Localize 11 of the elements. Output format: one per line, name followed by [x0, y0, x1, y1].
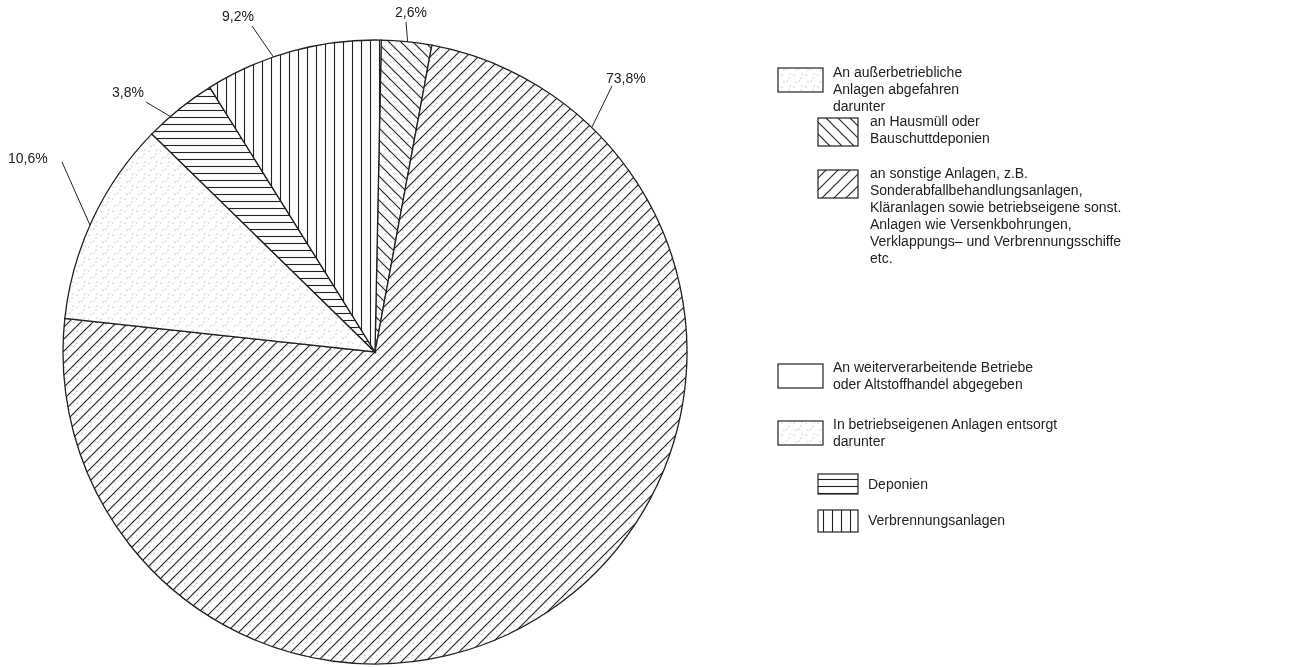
value-label: 9,2% — [222, 8, 254, 24]
value-label: 2,6% — [395, 4, 427, 20]
legend-label: Verbrennungsanlagen — [868, 512, 1006, 529]
legend-label: an Hausmüll oder Bauschuttdeponien — [870, 113, 991, 147]
value-label: 10,6% — [8, 150, 48, 166]
legend-label: An weiterverarbeitende Betriebe oder Altstoffhandel abgegeben — [833, 359, 1034, 393]
legend-label: Deponien — [868, 476, 929, 493]
legend-label: an sonstige Anlagen, z.B. Sonderabfallbehandlungsanlagen, Kläranlagen sowie betriebseigene sonst. Anlagen wie Versenkbohrungen, Verklappungs– und Verbrennungsschiffe etc. — [870, 165, 1123, 267]
legend-label: In betriebseigenen Anlagen entsorgt darunter — [833, 416, 1059, 450]
value-label: 3,8% — [112, 84, 144, 100]
value-label: 73,8% — [606, 70, 646, 86]
